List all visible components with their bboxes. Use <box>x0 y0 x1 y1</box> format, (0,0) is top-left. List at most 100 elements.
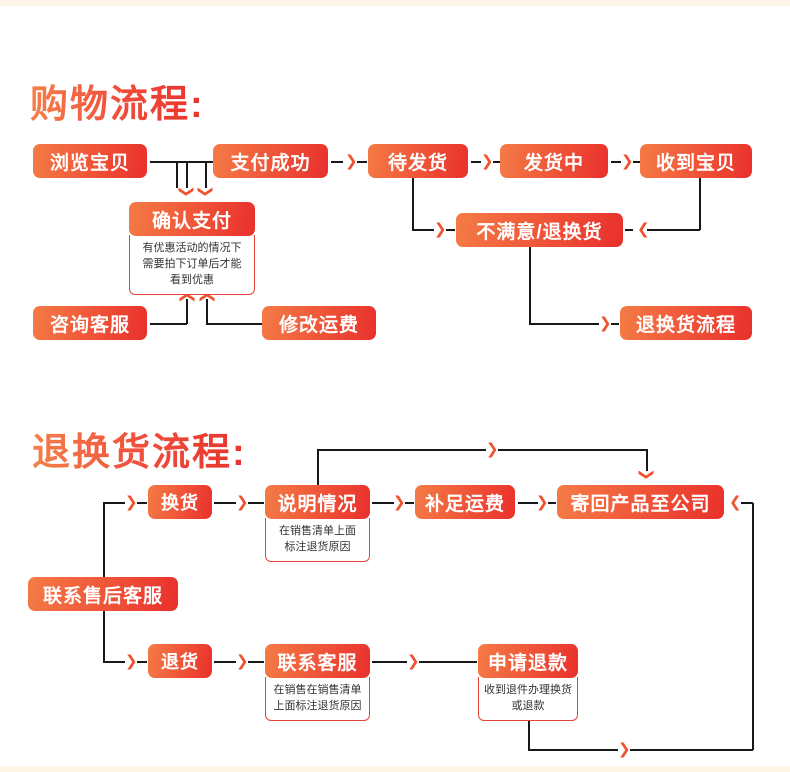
connector <box>752 503 754 750</box>
connector <box>647 229 700 231</box>
node-group-contact-customer-service: 联系客服 在销售在销售清单 上面标注退货原因 <box>265 644 370 721</box>
node-contact-aftersales[interactable]: 联系售后客服 <box>28 577 178 611</box>
node-confirm-payment[interactable]: 确认支付 <box>129 202 255 236</box>
node-received-product[interactable]: 收到宝贝 <box>640 144 752 178</box>
connector <box>317 449 486 451</box>
return-flow-title: 退换货流程: <box>32 421 247 476</box>
connector <box>103 661 125 663</box>
connector <box>405 502 414 504</box>
node-send-back-to-company[interactable]: 寄回产品至公司 <box>557 485 724 519</box>
connector <box>630 749 753 751</box>
arrow-left-icon <box>729 495 742 510</box>
note-explain-situation: 在销售清单上面 标注退货原因 <box>265 518 370 562</box>
node-unsatisfied-return[interactable]: 不满意/退换货 <box>456 213 623 247</box>
connector <box>633 161 641 163</box>
connector <box>372 502 394 504</box>
connector <box>412 178 414 230</box>
node-group-apply-refund: 申请退款 收到退件办理换货 或退款 <box>478 644 578 721</box>
connector <box>248 661 264 663</box>
connector <box>529 323 599 325</box>
connector <box>498 449 648 451</box>
node-group-explain-situation: 说明情况 在销售清单上面 标注退货原因 <box>265 485 370 562</box>
arrow-right-icon <box>618 742 631 757</box>
connector <box>248 502 264 504</box>
node-consult-service[interactable]: 咨询客服 <box>33 306 147 340</box>
note-line: 或退款 <box>511 700 545 712</box>
shopping-flow-title: 购物流程: <box>30 73 205 128</box>
arrow-right-icon <box>345 154 358 169</box>
note-line: 看到优惠 <box>170 274 214 286</box>
connector <box>412 229 434 231</box>
arrow-down-icon <box>199 184 212 199</box>
arrow-right-icon <box>125 654 138 669</box>
node-explain-situation[interactable]: 说明情况 <box>265 485 370 519</box>
node-return-goods[interactable]: 退货 <box>148 644 212 678</box>
connector <box>625 229 633 231</box>
arrow-down-icon <box>180 184 193 199</box>
note-line: 收到退件办理换货 <box>484 684 572 696</box>
note-line: 上面标注退货原因 <box>273 700 362 712</box>
connector <box>493 161 501 163</box>
connector <box>699 178 701 230</box>
arrow-right-icon <box>621 154 634 169</box>
connector <box>186 161 188 188</box>
connector <box>150 323 187 325</box>
connector <box>446 229 455 231</box>
bottom-accent-strip <box>0 766 790 772</box>
connector <box>103 502 125 504</box>
node-pending-shipment[interactable]: 待发货 <box>368 144 468 178</box>
connector <box>419 661 477 663</box>
connector <box>528 749 618 751</box>
connector <box>206 323 264 325</box>
connector <box>611 323 619 325</box>
node-exchange[interactable]: 换货 <box>148 485 212 519</box>
connector <box>176 161 178 188</box>
connector <box>529 247 531 324</box>
connector <box>214 661 236 663</box>
note-line: 在销售在销售清单 <box>273 684 362 696</box>
connector <box>205 161 207 188</box>
return-flow-section: 退换货流程: 联系售后客服 换货 说明情况 在销售清单上面 标注退货原因 补足运… <box>0 372 790 766</box>
node-return-exchange-flow[interactable]: 退换货流程 <box>620 306 752 340</box>
connector <box>357 161 367 163</box>
connector <box>372 661 407 663</box>
connector <box>518 502 538 504</box>
connector <box>176 161 213 163</box>
node-group-confirm-payment: 确认支付 有优惠活动的情况下 需要拍下订单后才能 看到优惠 <box>129 202 255 295</box>
note-line: 有优惠活动的情况下 <box>142 242 242 254</box>
node-make-up-freight[interactable]: 补足运费 <box>415 485 515 519</box>
connector <box>205 161 215 163</box>
arrow-left-icon <box>637 222 650 237</box>
node-browse-product[interactable]: 浏览宝贝 <box>33 144 147 178</box>
connector <box>611 161 621 163</box>
arrow-right-icon <box>393 495 406 510</box>
connector <box>186 299 188 324</box>
node-shipping[interactable]: 发货中 <box>500 144 608 178</box>
note-contact-customer-service: 在销售在销售清单 上面标注退货原因 <box>265 677 370 721</box>
connector <box>548 502 556 504</box>
connector <box>150 161 187 163</box>
arrow-right-icon <box>536 495 549 510</box>
node-payment-success[interactable]: 支付成功 <box>213 144 328 178</box>
node-apply-refund[interactable]: 申请退款 <box>478 644 578 678</box>
arrow-right-icon <box>125 495 138 510</box>
connector <box>528 707 530 750</box>
connector <box>206 299 208 324</box>
arrow-right-icon <box>407 654 420 669</box>
connector <box>137 661 147 663</box>
shopping-flow-section: 购物流程: 浏览宝贝 支付成功 待发货 发货中 收到宝贝 确认支付 有优惠活动的… <box>0 6 790 372</box>
node-contact-customer-service[interactable]: 联系客服 <box>265 644 370 678</box>
arrow-right-icon <box>599 316 612 331</box>
note-apply-refund: 收到退件办理换货 或退款 <box>478 677 578 721</box>
connector <box>471 161 481 163</box>
arrow-down-icon <box>640 467 653 482</box>
arrow-right-icon <box>434 222 447 237</box>
note-line: 需要拍下订单后才能 <box>142 258 242 270</box>
node-modify-freight[interactable]: 修改运费 <box>262 306 376 340</box>
connector <box>741 502 753 504</box>
connector <box>137 502 147 504</box>
note-line: 标注退货原因 <box>284 541 351 553</box>
note-confirm-payment: 有优惠活动的情况下 需要拍下订单后才能 看到优惠 <box>129 235 255 295</box>
connector <box>646 449 648 471</box>
connector <box>317 449 319 486</box>
